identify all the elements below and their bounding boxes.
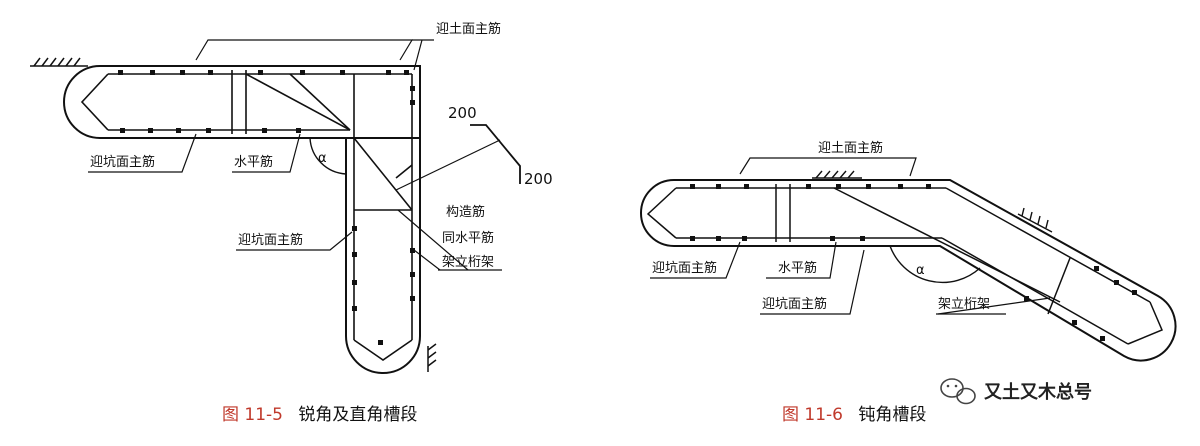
ground-hatch-bottom-right: [427, 343, 437, 372]
label-soil-face-main-bar-left: 迎土面主筋: [436, 21, 501, 37]
label-alpha-left: α: [318, 151, 327, 166]
angle-alpha-arc-right: [889, 245, 981, 284]
figure-obtuse-angle-trench: [640, 157, 1177, 362]
label-structural-bar: 构造筋: [446, 204, 485, 220]
ground-hatch-top-left: [30, 57, 88, 67]
caption-right-title: 钝角槽段: [858, 405, 926, 425]
label-stand-truss-right: 架立桁架: [938, 297, 990, 312]
caption-left-title: 锐角及直角槽段: [298, 405, 417, 425]
caption-left: 图 11-5 锐角及直角槽段: [222, 405, 417, 425]
label-alpha-right: α: [916, 263, 925, 278]
caption-right-number: 图 11-6: [782, 405, 843, 425]
rebar-cage: [80, 70, 413, 361]
label-pit-face-main-bar-lower-left: 迎坑面主筋: [238, 232, 303, 248]
wall-outline-horizontal: [63, 65, 421, 139]
leader-lines-right: [650, 157, 1051, 315]
label-dim-right: 200: [524, 170, 553, 188]
wall-outline-right: [640, 179, 1177, 362]
label-horizontal-bar-left: 水平筋: [234, 154, 273, 170]
angle-alpha-arc: [309, 137, 347, 175]
label-pit-face-main-bar-right: 迎坑面主筋: [652, 260, 717, 276]
label-same-as-horizontal: 同水平筋: [442, 230, 494, 246]
rebar-dots: [118, 70, 415, 345]
rebar-dots-right: [690, 184, 1137, 341]
ground-hatch-top-right: [812, 170, 1053, 233]
figure-acute-right-angle-trench: [30, 39, 521, 374]
label-soil-face-main-bar-right: 迎土面主筋: [818, 140, 883, 156]
label-pit-face-main-bar-lower-right: 迎坑面主筋: [762, 296, 827, 312]
caption-right: 图 11-6 钝角槽段: [782, 405, 926, 425]
watermark-text: 又土又木总号: [983, 381, 1092, 403]
rebar-cage-right: [646, 184, 1163, 345]
label-stand-truss-left: 架立桁架: [442, 255, 494, 270]
leader-lines: [88, 39, 502, 271]
wall-outline-vertical: [345, 138, 421, 374]
label-dim-top: 200: [448, 104, 477, 122]
label-pit-face-main-bar-left: 迎坑面主筋: [90, 154, 155, 170]
label-horizontal-bar-right: 水平筋: [778, 260, 817, 276]
structural-bar-sketch: [470, 124, 521, 184]
caption-left-number: 图 11-5: [222, 405, 283, 425]
watermark: 又土又木总号: [940, 378, 1092, 405]
wechat-icon: [940, 378, 976, 405]
